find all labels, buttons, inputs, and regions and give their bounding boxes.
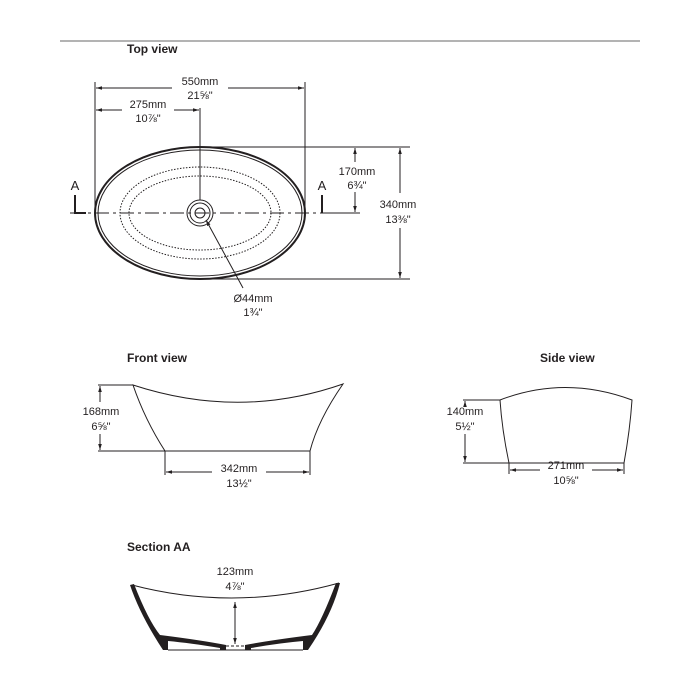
half-width-mm-label: 275mm bbox=[130, 99, 167, 111]
front-base-in-label: 13½" bbox=[226, 478, 251, 490]
top-view: Top view 550mm 21⅝" 275mm 10⅞" 170mm 6¾" bbox=[70, 42, 416, 319]
front-view-outline bbox=[132, 383, 345, 452]
front-view-title: Front view bbox=[127, 351, 188, 365]
section-depth-mm-label: 123mm bbox=[217, 566, 254, 578]
half-depth-mm-label: 170mm bbox=[339, 166, 376, 178]
drain-mm-label: Ø44mm bbox=[233, 293, 272, 305]
width-in-label: 21⅝" bbox=[187, 90, 212, 102]
top-view-title: Top view bbox=[127, 42, 178, 56]
side-view-title: Side view bbox=[540, 351, 595, 365]
front-height-in-label: 6⅝" bbox=[91, 421, 110, 433]
drain-in-label: 1¾" bbox=[243, 307, 262, 319]
section-rim-line bbox=[131, 582, 340, 599]
section-marker-left-icon bbox=[74, 195, 86, 214]
depth-mm-label: 340mm bbox=[380, 199, 417, 211]
depth-in-label: 13⅜" bbox=[385, 214, 410, 226]
section-marker-left: A bbox=[71, 178, 80, 193]
front-base-mm-label: 342mm bbox=[221, 463, 258, 475]
side-view: Side view 140mm 5½" 271mm 10⅝" bbox=[447, 351, 633, 487]
half-depth-in-label: 6¾" bbox=[347, 180, 366, 192]
side-base-in-label: 10⅝" bbox=[553, 475, 578, 487]
front-height-mm-label: 168mm bbox=[83, 406, 120, 418]
side-height-mm-label: 140mm bbox=[447, 406, 484, 418]
side-base-mm-label: 271mm bbox=[548, 460, 585, 472]
section-wall-right bbox=[245, 583, 340, 650]
side-height-in-label: 5½" bbox=[455, 421, 474, 433]
section-aa: Section AA 123mm 4⅞" bbox=[127, 540, 340, 651]
half-width-in-label: 10⅞" bbox=[135, 113, 160, 125]
width-mm-label: 550mm bbox=[182, 76, 219, 88]
front-view: Front view 168mm 6⅝" 342mm 13½" bbox=[83, 351, 345, 490]
section-depth-in-label: 4⅞" bbox=[225, 581, 244, 593]
section-wall-left bbox=[130, 584, 226, 650]
section-marker-right: A bbox=[318, 178, 327, 193]
section-aa-title: Section AA bbox=[127, 540, 191, 554]
side-view-outline bbox=[499, 387, 633, 464]
